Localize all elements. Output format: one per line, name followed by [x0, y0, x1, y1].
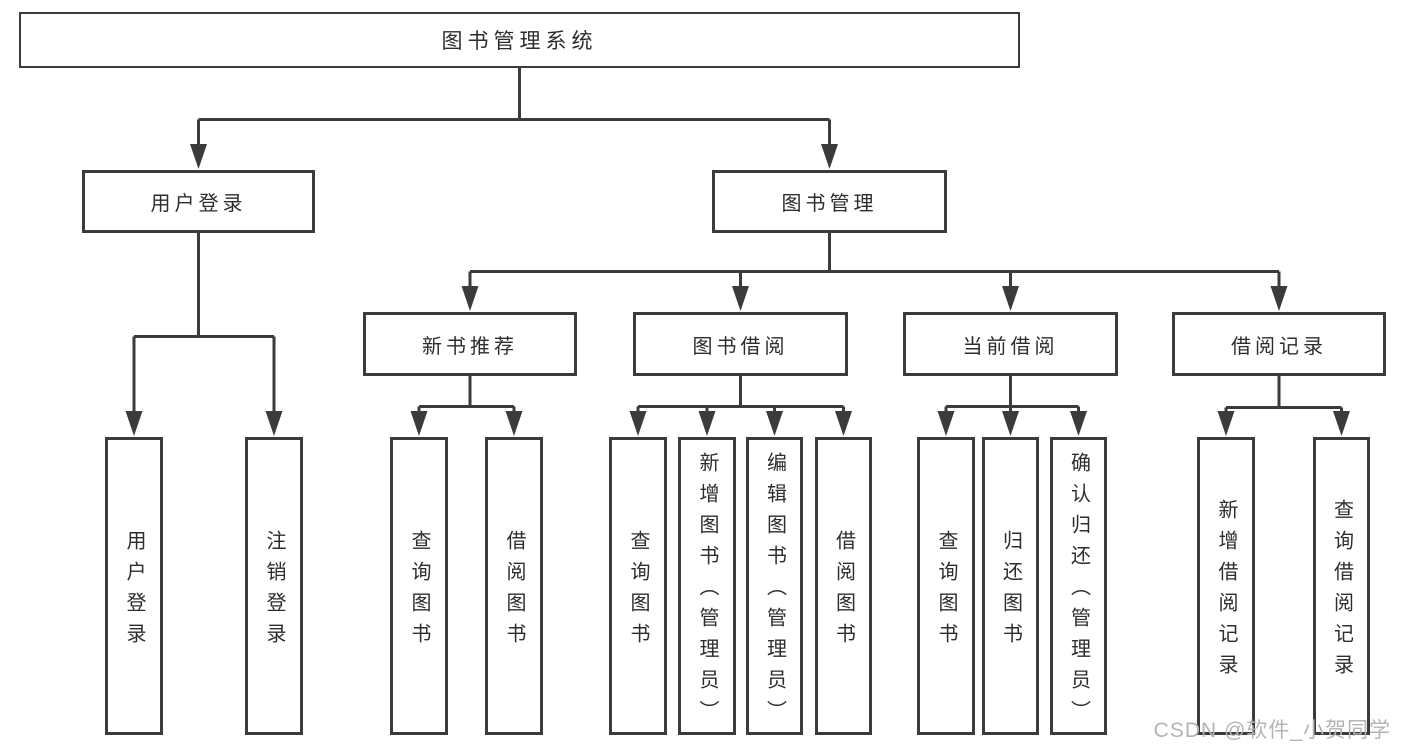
arrowhead: [190, 144, 207, 169]
node-new-book-recommend: 新书推荐: [363, 312, 577, 376]
leaf-label: 查询图书: [627, 529, 649, 654]
leaf-borrow-books-borrowing: 借阅图书: [815, 437, 872, 735]
leaf-label: 查询图书: [408, 529, 430, 654]
csdn-watermark: CSDN @软件_小贺同学: [1153, 719, 1391, 742]
connector-current-borrowing-branch: [937, 374, 1087, 436]
arrowhead: [410, 411, 428, 436]
arrowhead: [937, 411, 955, 436]
arrowhead: [265, 411, 283, 436]
connector-new-book-recommend-branch: [410, 374, 523, 436]
leaf-logout: 注销登录: [245, 437, 303, 735]
node-current-borrowing: 当前借阅: [903, 312, 1118, 376]
node-label: 图书借阅: [692, 335, 789, 358]
arrowhead: [835, 411, 852, 436]
leaf-user-login: 用户登录: [105, 437, 163, 735]
arrowhead: [821, 144, 838, 169]
connector-user-login-branch: [125, 232, 283, 436]
arrowhead: [629, 411, 647, 436]
node-book-management: 图书管理: [712, 170, 947, 233]
leaf-query-books-borrowing: 查询图书: [609, 437, 667, 735]
arrowhead: [125, 411, 143, 436]
node-user-login: 用户登录: [82, 170, 315, 233]
leaf-label: 查询图书: [935, 529, 957, 654]
node-label: 图书管理系统: [441, 30, 598, 53]
leaf-query-books-recommend: 查询图书: [390, 437, 448, 735]
node-label: 图书管理: [781, 193, 878, 215]
leaf-label: 借阅图书: [832, 529, 855, 654]
leaf-label: 归还图书: [999, 529, 1022, 654]
arrowhead: [1002, 411, 1019, 436]
node-label: 新书推荐: [422, 335, 518, 358]
arrowhead: [766, 411, 783, 436]
leaf-query-borrowing-record: 查询借阅记录: [1313, 437, 1370, 735]
leaf-label: 查询借阅记录: [1330, 498, 1353, 685]
node-label: 借阅记录: [1231, 335, 1327, 358]
arrowhead: [1217, 411, 1235, 436]
leaf-confirm-return-admin: 确认归还（管理员）: [1050, 437, 1107, 735]
node-borrowing-records: 借阅记录: [1172, 312, 1386, 376]
leaf-borrow-books-recommend: 借阅图书: [485, 437, 543, 735]
arrowhead: [1270, 286, 1288, 311]
arrowhead: [1002, 286, 1019, 311]
leaf-edit-books-admin: 编辑图书（管理员）: [746, 437, 803, 735]
leaf-label: 借阅图书: [503, 529, 525, 654]
leaf-add-borrowing-record: 新增借阅记录: [1197, 437, 1255, 735]
node-book-borrowing: 图书借阅: [633, 312, 848, 376]
leaf-label: 用户登录: [123, 529, 145, 654]
leaf-label: 确认归还（管理员）: [1067, 452, 1090, 731]
leaf-return-books: 归还图书: [982, 437, 1039, 735]
node-label: 当前借阅: [962, 335, 1059, 358]
arrowhead: [505, 411, 523, 436]
connector-borrowing-records-branch: [1217, 374, 1350, 436]
arrowhead: [698, 411, 716, 436]
leaf-label: 新增借阅记录: [1215, 498, 1237, 685]
arrowhead: [1070, 411, 1087, 436]
leaf-label: 编辑图书（管理员）: [763, 452, 786, 731]
connector-book-borrowing-branch: [629, 374, 852, 436]
arrowhead: [461, 286, 479, 311]
leaf-label: 新增图书（管理员）: [696, 452, 718, 731]
arrowhead: [1333, 411, 1350, 436]
node-library-management-system: 图书管理系统: [19, 12, 1020, 68]
leaf-add-books-admin: 新增图书（管理员）: [678, 437, 736, 735]
leaf-label: 注销登录: [263, 529, 285, 654]
leaf-query-books-current: 查询图书: [917, 437, 975, 735]
node-label: 用户登录: [150, 193, 247, 215]
connector-book-management-branch: [461, 232, 1288, 311]
arrowhead: [732, 286, 749, 311]
connector-root-branch: [190, 67, 838, 169]
